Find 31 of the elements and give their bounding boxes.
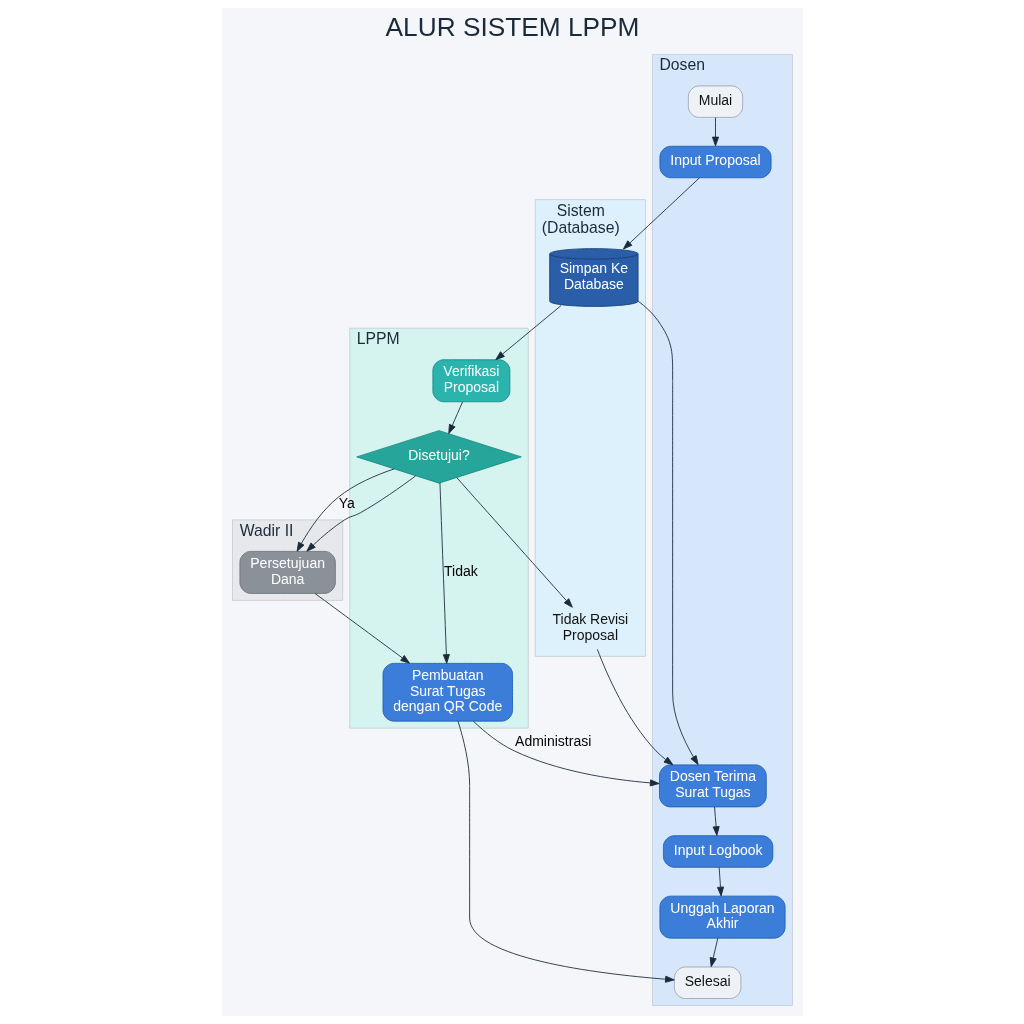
arrow xyxy=(622,177,700,250)
arrow xyxy=(472,720,660,787)
arrow xyxy=(716,867,724,897)
node-box: Selesai xyxy=(673,966,741,999)
arrow xyxy=(447,401,463,435)
node-box: Persetujuan Dana xyxy=(239,550,336,594)
arrow xyxy=(709,937,718,968)
node-box: Pembuatan Surat Tugas dengan QR Code xyxy=(382,662,513,722)
edge-label: Administrasi xyxy=(514,733,591,750)
arrow xyxy=(305,475,416,552)
arrow xyxy=(314,593,410,664)
arrow xyxy=(457,720,675,983)
node-diamond: Disetujui? xyxy=(355,430,522,484)
edge-label: Tidak xyxy=(443,562,478,579)
arrow xyxy=(637,300,699,766)
arrow xyxy=(711,117,719,147)
node-box: Input Proposal xyxy=(659,145,771,179)
arrow xyxy=(455,477,573,608)
arrow xyxy=(712,806,720,836)
edge-label: Ya xyxy=(338,495,355,512)
arrow xyxy=(494,305,561,361)
node-box: Dosen Terima Surat Tugas xyxy=(658,764,767,808)
arrow xyxy=(296,468,395,552)
node-box: Mulai xyxy=(687,85,743,118)
arrow xyxy=(439,482,450,664)
node-box: Verifikasi Proposal xyxy=(431,359,510,403)
diagram-title: ALUR SISTEM LPPM xyxy=(385,12,639,42)
node-box: Input Logbook xyxy=(662,835,773,868)
node-text: Tidak Revisi Proposal xyxy=(552,610,628,643)
arrow xyxy=(596,648,673,766)
node-box: Unggah Laporan Akhir xyxy=(659,895,785,939)
